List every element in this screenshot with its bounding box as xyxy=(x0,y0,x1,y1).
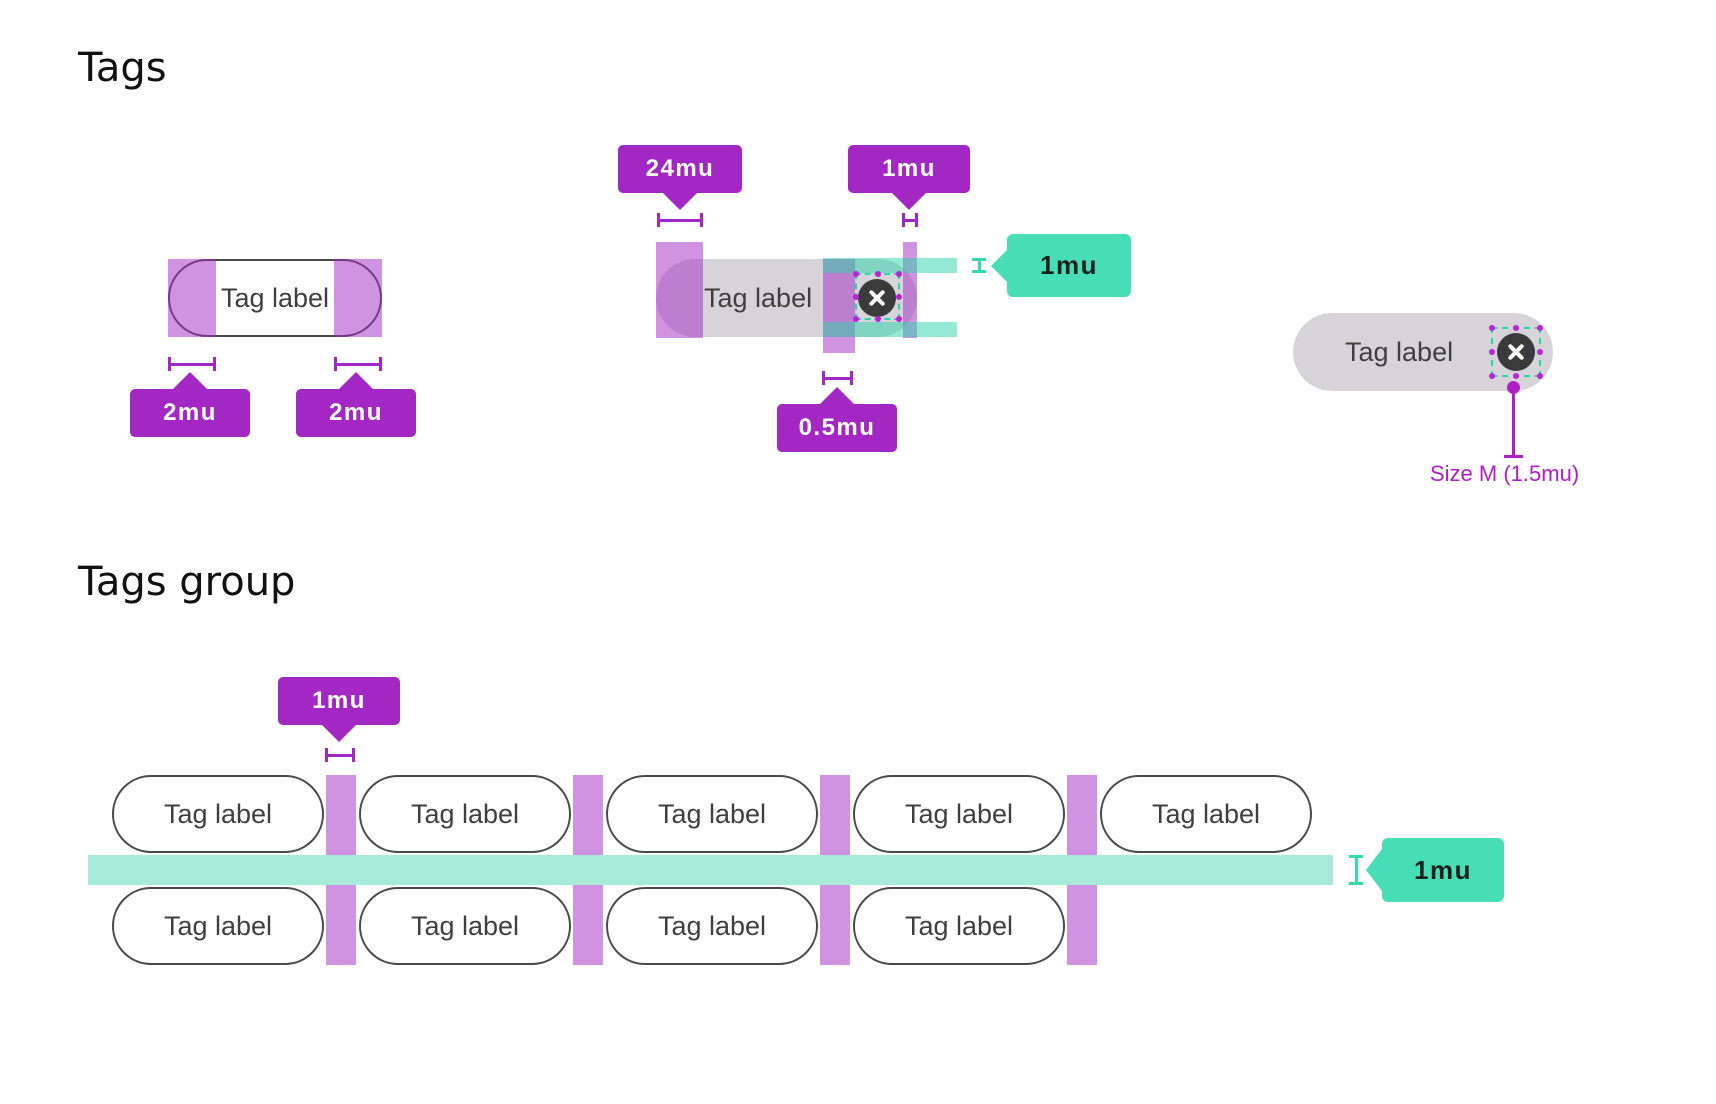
measure-padding-right-icon xyxy=(902,213,918,227)
callout-width-value: 24mu xyxy=(645,155,715,182)
annotation-cap-icon xyxy=(1504,455,1523,458)
icon-margin-bottom-overlay xyxy=(823,322,957,337)
selection-dot-icon xyxy=(1513,325,1519,331)
measure-icon-margin-icon xyxy=(972,258,986,273)
padding-right-overlay xyxy=(334,259,382,337)
selection-dot-icon xyxy=(1489,325,1495,331)
tag-label: Tag label xyxy=(904,798,1014,829)
section-title-tags-group: Tags group xyxy=(78,559,296,605)
callout-row-gap-value: 1mu xyxy=(1414,854,1472,885)
measure-gap-icon xyxy=(822,371,853,385)
callout-row-gap: 1mu xyxy=(1366,838,1504,902)
tag-label: Tag label xyxy=(410,798,520,829)
tag-pill: Tag label xyxy=(853,887,1065,965)
tag-pill: Tag label xyxy=(112,887,324,965)
padding-left-overlay xyxy=(656,242,703,338)
tag-pill: Tag label xyxy=(606,887,818,965)
measure-width-icon xyxy=(657,213,703,227)
callout-width: 24mu xyxy=(618,145,742,210)
callout-icon-margin: 1mu xyxy=(991,234,1131,297)
tag-label-wrap: Tag label xyxy=(1345,313,1453,391)
callout-padding-left-value: 2mu xyxy=(163,399,217,426)
tag-pill: Tag label xyxy=(1100,775,1312,853)
size-annotation: Size M (1.5mu) xyxy=(1430,461,1580,486)
tag-label: Tag label xyxy=(163,798,273,829)
annotation-line-icon xyxy=(1512,393,1515,456)
tag-label: Tag label xyxy=(220,282,330,313)
row-gap-overlay xyxy=(88,855,1333,885)
selection-dot-icon xyxy=(896,293,902,300)
callout-pointer-left-icon xyxy=(991,249,1007,282)
gap-label-icon-overlay xyxy=(823,259,855,353)
tag-label: Tag label xyxy=(657,910,767,941)
callout-pointer-left-icon xyxy=(1366,849,1382,891)
callout-pointer-up-icon xyxy=(339,372,373,389)
selection-dot-icon xyxy=(896,271,902,277)
selection-dot-icon xyxy=(1489,373,1495,379)
icon-margin-top-overlay xyxy=(823,258,957,273)
selection-dot-icon xyxy=(853,271,859,277)
tag-label: Tag label xyxy=(1345,336,1454,367)
section-title-tags: Tags xyxy=(78,45,167,91)
selection-box xyxy=(853,271,902,322)
callout-pointer-down-icon xyxy=(322,725,356,742)
selection-dot-icon xyxy=(896,316,902,322)
tag-label-wrap: Tag label xyxy=(704,259,812,337)
callout-pointer-up-icon xyxy=(173,372,207,389)
callout-gap: 0.5mu xyxy=(777,387,897,452)
callout-padding-right-value: 1mu xyxy=(882,155,936,182)
tag-pill: Tag label xyxy=(853,775,1065,853)
callout-gap-value: 0.5mu xyxy=(798,414,876,441)
callout-icon-margin-value: 1mu xyxy=(1040,250,1098,280)
selection-dot-icon xyxy=(853,316,859,322)
callout-padding-right-value: 2mu xyxy=(329,399,383,426)
selection-dot-icon xyxy=(1513,373,1519,379)
close-button xyxy=(1497,333,1535,371)
selection-dot-icon xyxy=(874,271,881,277)
callout-padding-right: 2mu xyxy=(296,372,416,437)
measure-left-icon xyxy=(168,357,216,371)
callout-pointer-down-icon xyxy=(663,193,697,210)
tag-label: Tag label xyxy=(704,282,813,313)
tag-label: Tag label xyxy=(657,798,767,829)
callout-padding-left: 2mu xyxy=(130,372,250,437)
callout-pointer-down-icon xyxy=(892,193,926,210)
annotation-dot-icon xyxy=(1507,381,1520,394)
close-button xyxy=(858,279,896,317)
tag-label: Tag label xyxy=(1151,798,1261,829)
padding-left-overlay xyxy=(168,259,216,337)
callout-tag-gap: 1mu xyxy=(278,677,400,742)
tag-label: Tag label xyxy=(410,910,520,941)
selection-dot-icon xyxy=(1537,373,1543,379)
tag-pill: Tag label xyxy=(359,887,571,965)
selection-dot-icon xyxy=(1537,349,1543,355)
tag-pill: Tag label xyxy=(359,775,571,853)
tag-label: Tag label xyxy=(904,910,1014,941)
measure-row-gap-icon xyxy=(1349,855,1363,885)
tag-label: Tag label xyxy=(163,910,273,941)
callout-tag-gap-value: 1mu xyxy=(312,687,366,714)
callout-padding-right: 1mu xyxy=(848,145,970,210)
selection-box xyxy=(1489,325,1543,379)
selection-dot-icon xyxy=(1537,325,1543,331)
tag-pill: Tag label xyxy=(112,775,324,853)
measure-right-icon xyxy=(334,357,382,371)
callout-pointer-up-icon xyxy=(820,387,854,404)
measure-tag-gap-icon xyxy=(325,748,355,762)
selection-dot-icon xyxy=(874,316,881,322)
selection-dot-icon xyxy=(1489,349,1495,355)
tag-pill: Tag label xyxy=(606,775,818,853)
selection-dot-icon xyxy=(853,293,859,300)
